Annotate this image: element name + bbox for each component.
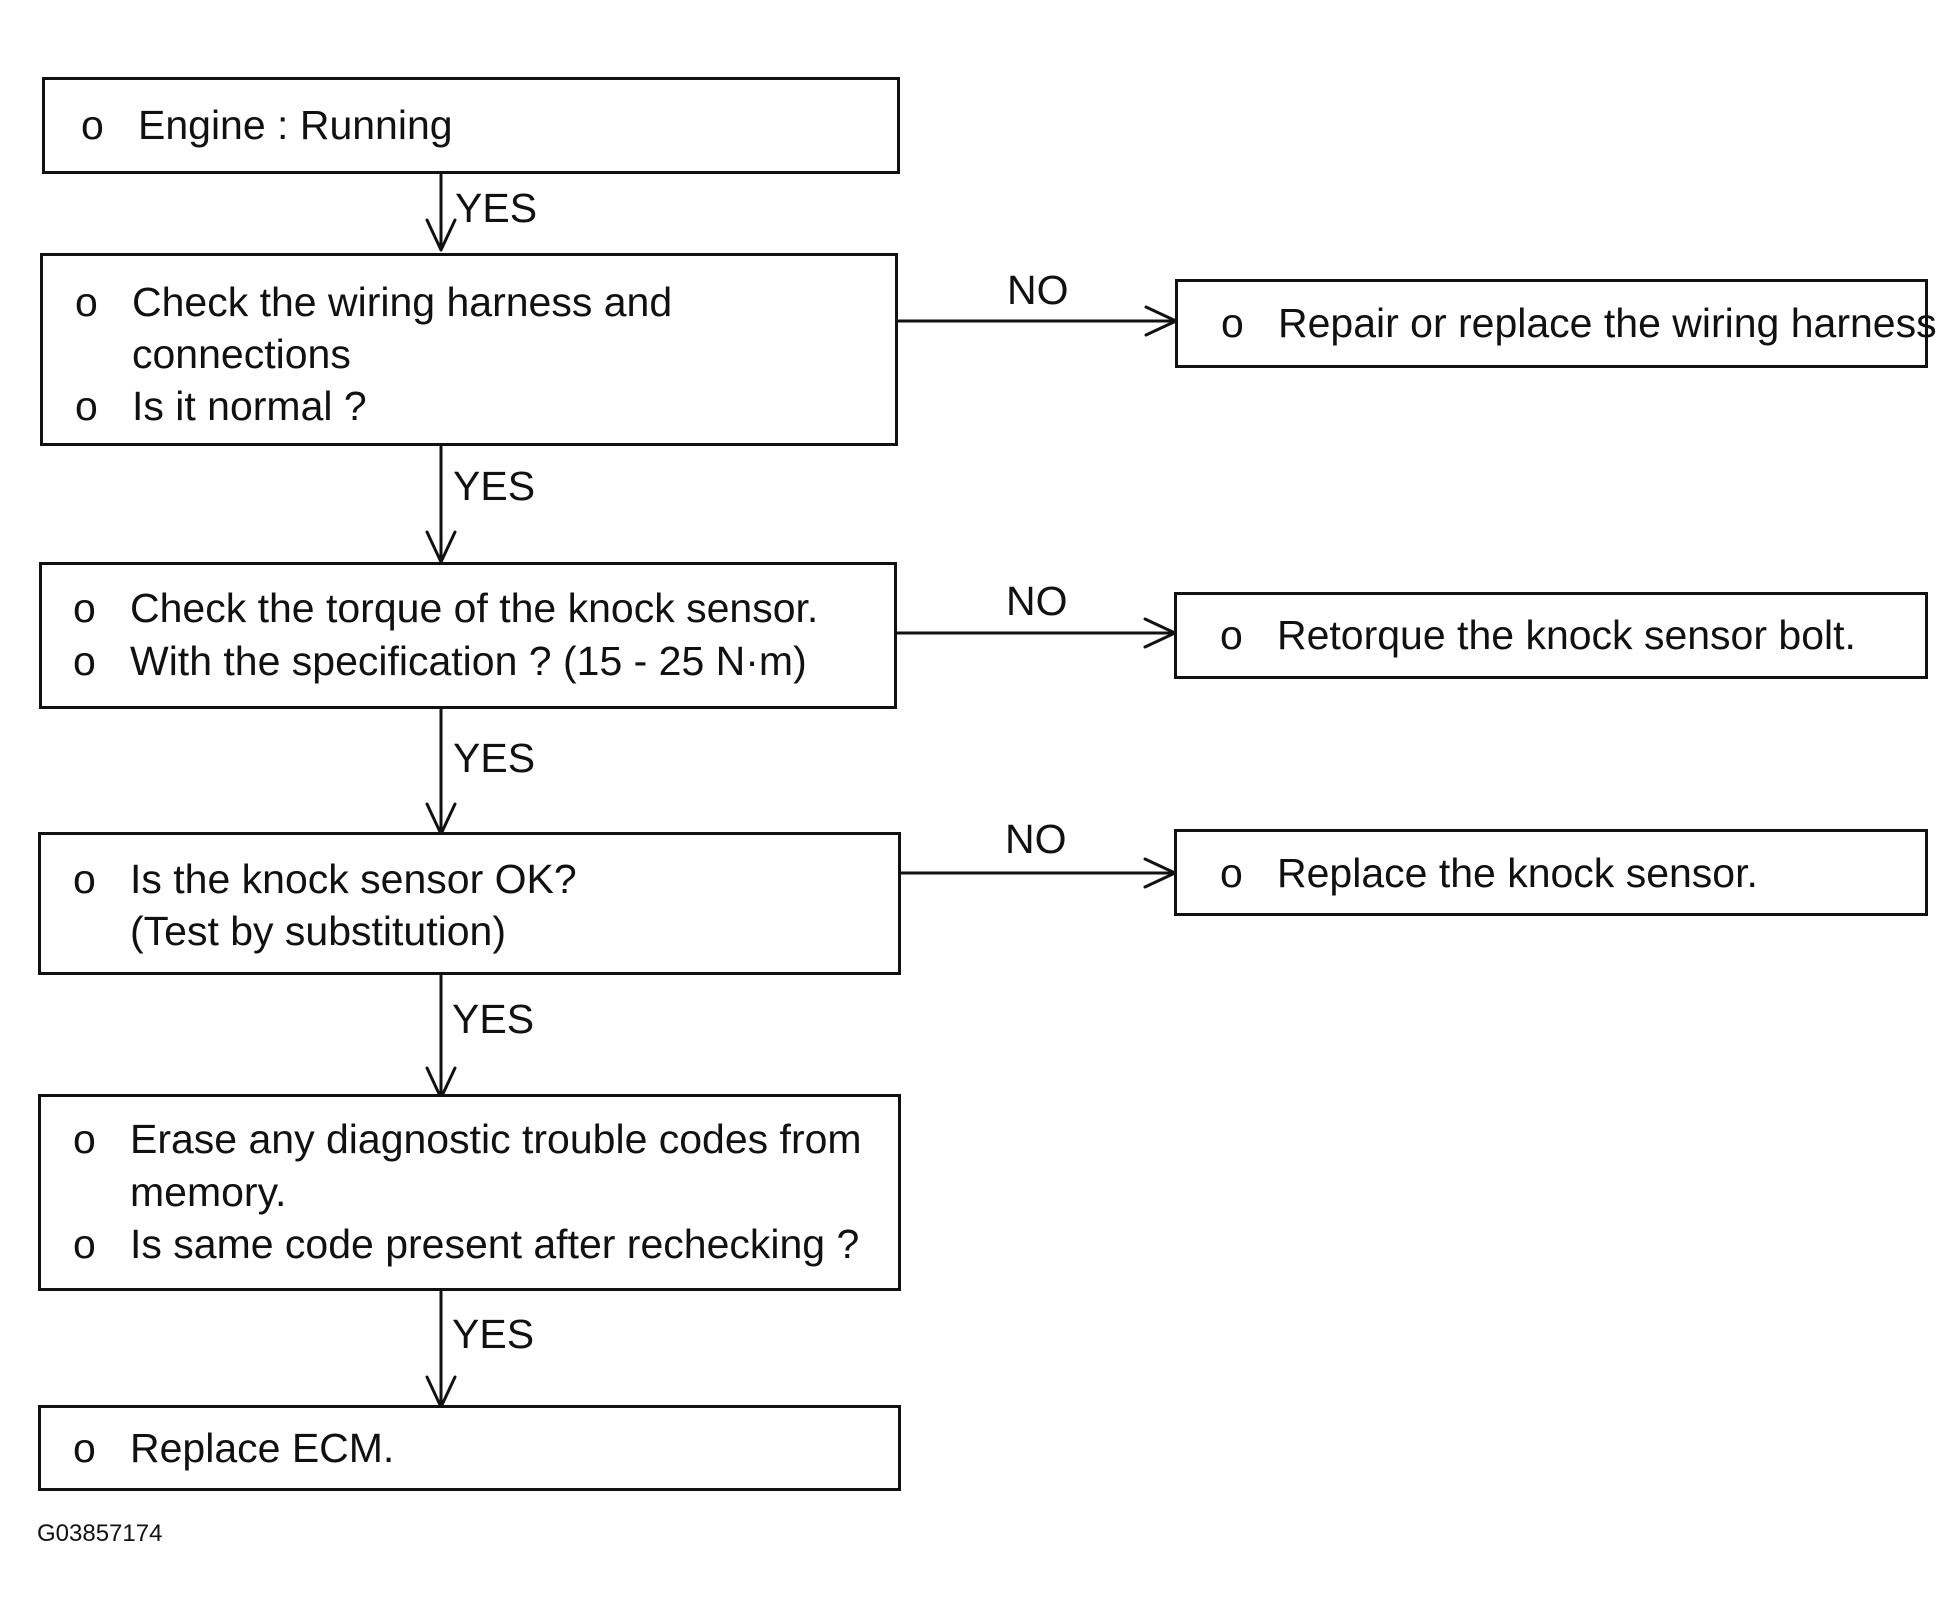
bullet-icon: o <box>73 1221 96 1267</box>
yes-label: YES <box>453 735 536 781</box>
bullet-icon: o <box>73 1425 96 1471</box>
action-text: Replace the knock sensor. <box>1277 850 1758 896</box>
step-box-engine-running: o Engine : Running <box>42 77 900 174</box>
bullet-icon: o <box>75 279 98 325</box>
no-label: NO <box>1007 267 1069 313</box>
bullet-icon: o <box>73 638 96 684</box>
step-box-knock-sensor-ok: o Is the knock sensor OK? (Test by subst… <box>38 832 901 975</box>
step-box-replace-ecm: o Replace ECM. <box>38 1405 901 1491</box>
step-text: Check the torque of the knock sensor. <box>130 585 819 631</box>
step-box-erase-codes: o Erase any diagnostic trouble codes fro… <box>38 1094 901 1291</box>
step-text: With the specification ? (15 - 25 N·m) <box>130 638 807 684</box>
step-text: Is the knock sensor OK? <box>130 856 577 902</box>
action-text: Retorque the knock sensor bolt. <box>1277 612 1856 658</box>
bullet-icon: o <box>73 856 96 902</box>
no-label: NO <box>1005 816 1067 862</box>
step-box-check-wiring: o Check the wiring harness and connectio… <box>40 253 898 446</box>
action-box-replace-sensor: o Replace the knock sensor. <box>1174 829 1928 916</box>
action-box-retorque-bolt: o Retorque the knock sensor bolt. <box>1174 592 1928 679</box>
bullet-icon: o <box>73 1116 96 1162</box>
step-text: memory. <box>130 1169 287 1215</box>
step-text: connections <box>132 331 351 377</box>
action-text: Repair or replace the wiring harness <box>1278 300 1937 346</box>
bullet-icon: o <box>81 102 104 148</box>
bullet-icon: o <box>75 383 98 429</box>
no-label: NO <box>1006 578 1068 624</box>
yes-label: YES <box>452 1311 535 1357</box>
step-text: Replace ECM. <box>130 1425 395 1471</box>
step-text: (Test by substitution) <box>130 908 506 954</box>
bullet-icon: o <box>1220 612 1243 658</box>
step-text: Check the wiring harness and <box>132 279 673 325</box>
figure-code: G03857174 <box>37 1520 163 1547</box>
yes-label: YES <box>455 185 538 231</box>
yes-arrowhead-1 <box>425 218 457 252</box>
step-text: Is same code present after rechecking ? <box>130 1221 860 1267</box>
bullet-icon: o <box>1221 300 1244 346</box>
bullet-icon: o <box>73 585 96 631</box>
yes-label: YES <box>452 996 535 1042</box>
yes-label: YES <box>453 463 536 509</box>
step-text: Engine : Running <box>138 102 453 148</box>
step-text: Erase any diagnostic trouble codes from <box>130 1116 862 1162</box>
action-box-repair-harness: o Repair or replace the wiring harness <box>1175 279 1937 368</box>
bullet-icon: o <box>1220 850 1243 896</box>
step-text: Is it normal ? <box>132 383 367 429</box>
step-box-check-torque: o Check the torque of the knock sensor. … <box>39 562 897 709</box>
